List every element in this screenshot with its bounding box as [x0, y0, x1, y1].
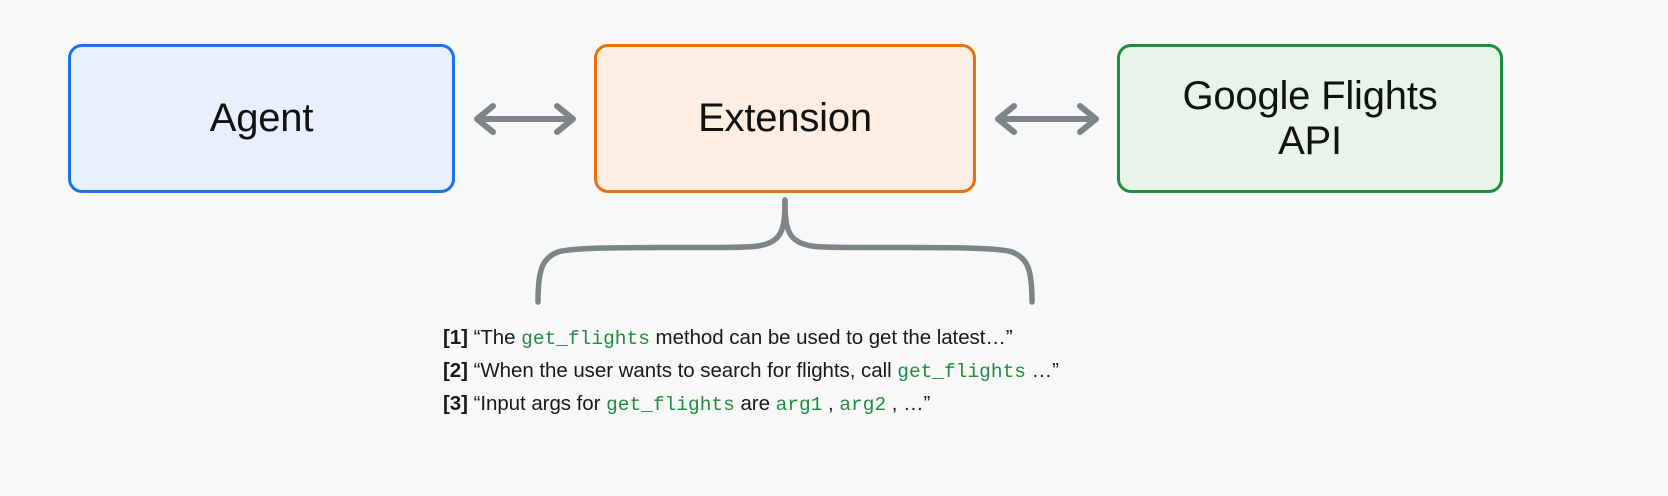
- description-index: [3]: [443, 392, 474, 415]
- description-text: method can be used to get the latest…”: [649, 326, 1013, 349]
- description-text: …”: [1025, 359, 1059, 382]
- connector-agent-extension: [462, 96, 588, 142]
- description-line: [2] “When the user wants to search for f…: [443, 355, 1443, 388]
- connector-extension-brace: [520, 196, 1050, 306]
- node-agent-label: Agent: [209, 96, 314, 141]
- curly-brace-down-icon: [535, 197, 1035, 305]
- connector-extension-api: [983, 96, 1111, 142]
- node-extension[interactable]: Extension: [594, 44, 976, 193]
- description-text: are: [734, 392, 776, 415]
- code-token: arg1: [775, 394, 823, 416]
- double-headed-arrow-icon: [474, 103, 576, 135]
- node-agent[interactable]: Agent: [68, 44, 455, 193]
- description-index: [2]: [443, 359, 474, 382]
- description-text: “Input args for: [473, 392, 607, 415]
- description-list: [1] “The get_flights method can be used …: [443, 322, 1443, 421]
- node-google-flights-api-label: Google Flights API: [1182, 73, 1438, 163]
- double-headed-arrow-icon: [995, 103, 1099, 135]
- node-extension-label: Extension: [698, 96, 872, 141]
- description-text: “The: [473, 326, 522, 349]
- code-token: get_flights: [521, 328, 650, 350]
- code-token: get_flights: [897, 361, 1026, 383]
- description-text: ,: [822, 392, 840, 415]
- description-text: , …”: [886, 392, 931, 415]
- description-text: “When the user wants to search for fligh…: [473, 359, 898, 382]
- description-line: [1] “The get_flights method can be used …: [443, 322, 1443, 355]
- code-token: get_flights: [606, 394, 735, 416]
- description-line: [3] “Input args for get_flights are arg1…: [443, 388, 1443, 421]
- description-index: [1]: [443, 326, 474, 349]
- node-google-flights-api[interactable]: Google Flights API: [1117, 44, 1503, 193]
- code-token: arg2: [839, 394, 887, 416]
